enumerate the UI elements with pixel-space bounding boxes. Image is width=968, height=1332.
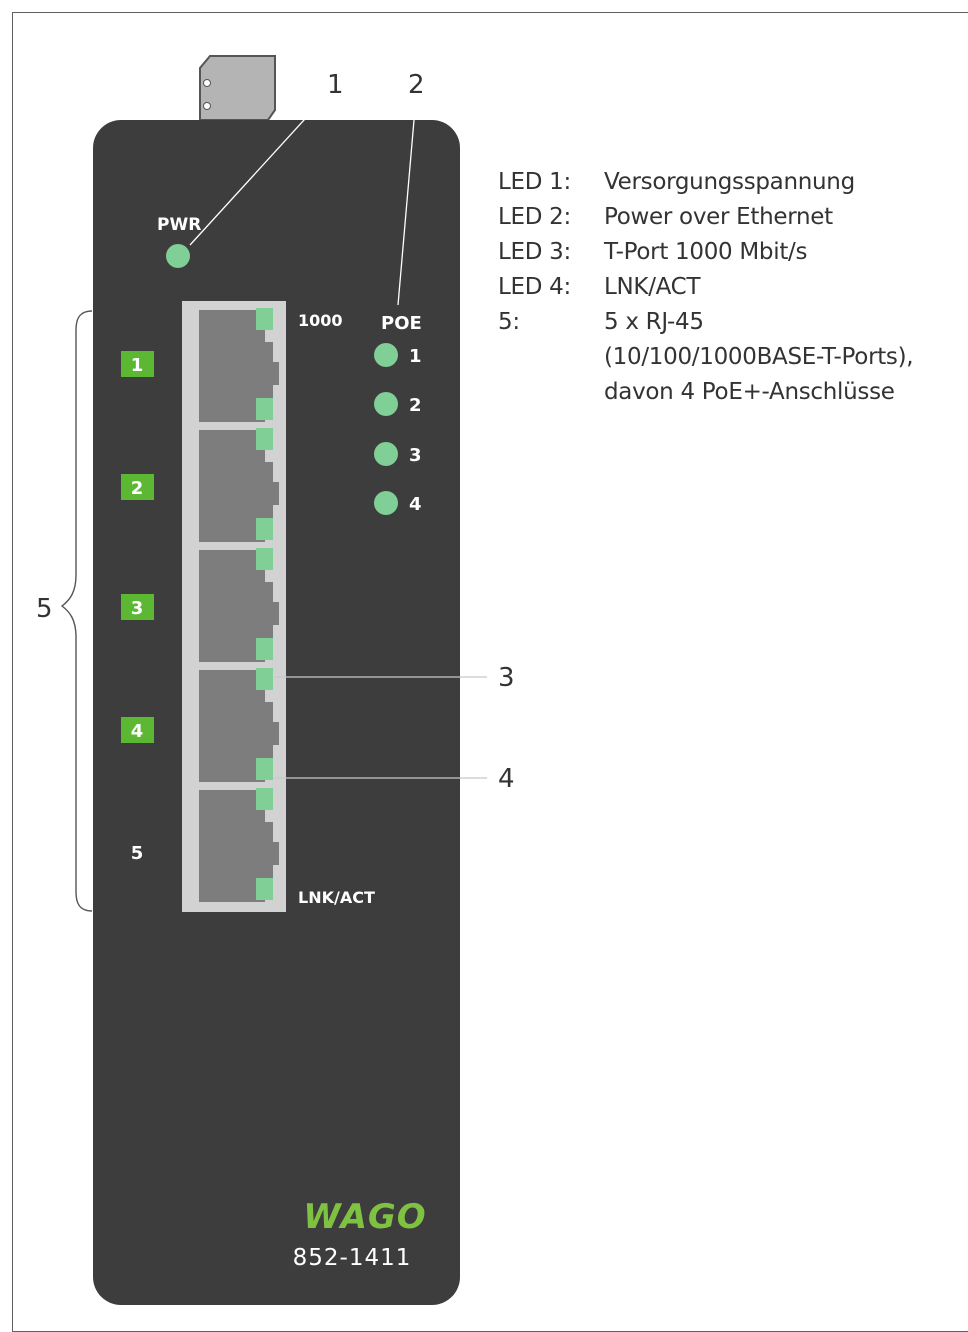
speed-led bbox=[256, 668, 273, 690]
clip-hole bbox=[203, 102, 211, 110]
legend-key: LED 3: bbox=[498, 239, 571, 265]
port-number-label: 5 bbox=[131, 843, 144, 864]
legend-row: LED 3: T-Port 1000 Mbit/s bbox=[498, 235, 913, 270]
poe-led-number: 1 bbox=[409, 346, 422, 367]
legend-value: T-Port 1000 Mbit/s bbox=[604, 239, 808, 265]
port-number-label: 4 bbox=[131, 721, 144, 742]
legend-continuation: davon 4 PoE+-Anschlüsse bbox=[604, 379, 895, 405]
port-number-label: 2 bbox=[131, 478, 144, 499]
poe-led-number: 4 bbox=[409, 494, 422, 515]
callout-line-1 bbox=[189, 96, 326, 246]
port-number-badge bbox=[121, 351, 154, 377]
link-led bbox=[256, 758, 273, 780]
port-number-badge bbox=[121, 594, 154, 620]
port-number-badge bbox=[121, 717, 154, 743]
port-brace bbox=[60, 310, 93, 912]
callout-number-4: 4 bbox=[498, 764, 515, 794]
speed-led bbox=[256, 428, 273, 450]
model-number: 852-1411 bbox=[293, 1245, 412, 1271]
speed-led bbox=[256, 788, 273, 810]
poe-led bbox=[374, 491, 398, 515]
speed-led bbox=[256, 548, 273, 570]
legend-continuation: (10/100/1000BASE-T-Ports), bbox=[604, 344, 914, 370]
legend-key: LED 1: bbox=[498, 169, 571, 195]
link-led bbox=[256, 878, 273, 900]
legend-key: 5: bbox=[498, 309, 520, 335]
rj45-port-group bbox=[199, 308, 279, 902]
lnk-act-label: LNK/ACT bbox=[298, 888, 375, 907]
legend-value: Power over Ethernet bbox=[604, 204, 833, 230]
legend-row: LED 4: LNK/ACT bbox=[498, 270, 913, 305]
link-led bbox=[256, 398, 273, 420]
pwr-label: PWR bbox=[157, 215, 201, 235]
legend-key: LED 2: bbox=[498, 204, 571, 230]
poe-led-group: 1 2 3 4 bbox=[374, 343, 422, 515]
callout-number-3: 3 bbox=[498, 663, 515, 693]
legend-row: LED 1: Versorgungsspannung bbox=[498, 165, 913, 200]
legend-value: Versorgungsspannung bbox=[604, 169, 855, 195]
legend-value: LNK/ACT bbox=[604, 274, 701, 300]
port-label-group: 1 2 3 4 5 bbox=[121, 351, 154, 864]
rj45-port[interactable] bbox=[199, 790, 279, 902]
rj45-port[interactable] bbox=[199, 430, 279, 542]
poe-led-number: 2 bbox=[409, 395, 422, 416]
callout-number-2: 2 bbox=[408, 70, 425, 100]
link-led bbox=[256, 638, 273, 660]
speed-led bbox=[256, 308, 273, 330]
poe-led bbox=[374, 343, 398, 367]
legend-row: 5: 5 x RJ-45 bbox=[498, 305, 913, 340]
port-number-badge bbox=[121, 474, 154, 500]
legend-value: 5 x RJ-45 bbox=[604, 309, 704, 335]
speed-label: 1000 bbox=[298, 311, 343, 330]
rj45-port[interactable] bbox=[199, 310, 279, 422]
callout-number-5: 5 bbox=[36, 594, 53, 624]
link-led bbox=[256, 518, 273, 540]
callout-number-1: 1 bbox=[327, 70, 344, 100]
poe-led bbox=[374, 392, 398, 416]
wago-logo: WAGO bbox=[303, 1197, 426, 1237]
rj45-port[interactable] bbox=[199, 550, 279, 662]
legend-key: LED 4: bbox=[498, 274, 571, 300]
port-number-label: 3 bbox=[131, 598, 144, 619]
port-number-label: 1 bbox=[131, 355, 144, 376]
clip-hole bbox=[203, 79, 211, 87]
rj45-port[interactable] bbox=[199, 670, 279, 782]
poe-label: POE bbox=[381, 313, 422, 334]
callout-line-2 bbox=[397, 96, 417, 306]
din-rail-clip bbox=[199, 55, 276, 121]
legend-row: LED 2: Power over Ethernet bbox=[498, 200, 913, 235]
poe-led bbox=[374, 442, 398, 466]
poe-led-number: 3 bbox=[409, 445, 422, 466]
pwr-led bbox=[166, 244, 190, 268]
